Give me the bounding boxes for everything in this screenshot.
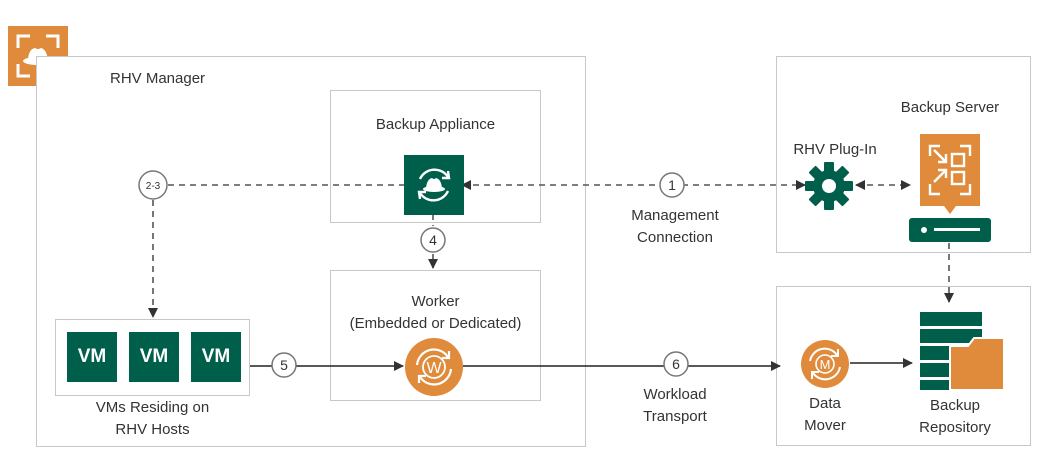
- vms-line2: RHV Hosts: [115, 421, 190, 438]
- step-circle-2-3: 2-3: [138, 170, 168, 200]
- svg-text:5: 5: [280, 357, 288, 373]
- worker-line2: (Embedded or Dedicated): [349, 315, 522, 332]
- rhv-manager-label: RHV Manager: [110, 70, 206, 87]
- vms-line1: VMs Residing on: [95, 399, 210, 416]
- rhv-plugin-label: RHV Plug-In: [793, 141, 877, 158]
- vm-block: VM: [129, 332, 179, 382]
- backup-server-box: [776, 56, 1031, 253]
- svg-text:2-3: 2-3: [146, 181, 161, 192]
- step-circle-6: 6: [663, 351, 689, 377]
- worker-label: Worker (Embedded or Dedicated): [330, 291, 541, 335]
- svg-text:M: M: [820, 357, 831, 372]
- workload-transport-label: Workload Transport: [600, 384, 750, 428]
- step-circle-5: 5: [271, 352, 297, 378]
- backup-appliance-label: Backup Appliance: [375, 116, 496, 133]
- data-mover-line1: Data: [809, 395, 841, 412]
- management-line2: Connection: [637, 229, 713, 246]
- worker-icon: W: [405, 338, 463, 396]
- worker-line1: Worker: [411, 293, 460, 310]
- backup-repository-icon: [920, 312, 1004, 391]
- backup-server-label: Backup Server: [900, 99, 1000, 116]
- repo-line1: Backup: [929, 397, 981, 414]
- svg-text:W: W: [426, 360, 442, 377]
- backup-appliance-icon: [404, 155, 464, 215]
- gear-icon: [805, 162, 853, 210]
- step-circle-4: 4: [420, 227, 446, 253]
- data-mover-icon: M: [801, 340, 849, 388]
- backup-repository-label: Backup Repository: [900, 395, 1010, 439]
- svg-text:1: 1: [668, 177, 676, 193]
- workload-line2: Transport: [643, 408, 707, 425]
- backup-server-icon: [909, 134, 991, 242]
- workload-line1: Workload: [643, 386, 707, 403]
- svg-text:6: 6: [672, 356, 680, 372]
- svg-text:4: 4: [429, 232, 437, 248]
- data-mover-label: Data Mover: [780, 393, 870, 437]
- management-line1: Management: [631, 207, 719, 224]
- vms-label: VMs Residing on RHV Hosts: [55, 397, 250, 441]
- step-circle-1: 1: [659, 172, 685, 198]
- vm-block: VM: [191, 332, 241, 382]
- data-mover-line2: Mover: [804, 417, 846, 434]
- management-connection-label: Management Connection: [600, 205, 750, 249]
- vm-block: VM: [67, 332, 117, 382]
- repo-line2: Repository: [919, 419, 991, 436]
